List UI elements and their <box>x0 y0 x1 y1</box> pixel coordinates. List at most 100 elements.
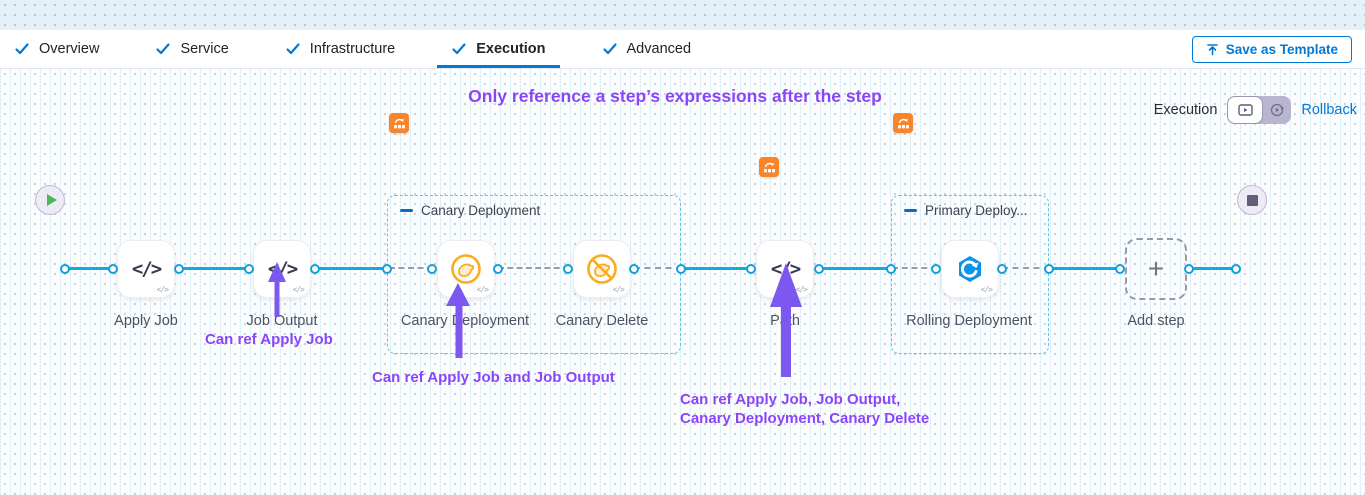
rollback-mode-segment[interactable] <box>1263 96 1291 124</box>
plus-icon: + <box>1147 253 1165 284</box>
connector-dot <box>310 264 320 274</box>
code-mini-icon: </> <box>292 285 305 294</box>
code-mini-icon: </> <box>612 285 625 294</box>
code-mini-icon: </> <box>980 285 993 294</box>
edge <box>315 267 388 270</box>
connector-dot <box>427 264 437 274</box>
edge-dashed <box>1002 267 1050 269</box>
execution-mode-segment[interactable] <box>1227 96 1264 124</box>
tab-service[interactable]: Service <box>155 30 229 68</box>
pipeline-end-node <box>1237 185 1267 215</box>
connector-dot <box>563 264 573 274</box>
group-header: Primary Deploy... <box>904 203 1028 218</box>
connector-dot <box>746 264 756 274</box>
edge <box>1049 267 1121 270</box>
connector-dot <box>931 264 941 274</box>
tab-execution[interactable]: Execution <box>437 30 560 68</box>
connector-dot <box>629 264 639 274</box>
tab-label: Execution <box>476 41 546 57</box>
pipeline-canvas: Only reference a step’s expressions afte… <box>0 69 1365 495</box>
tab-advanced[interactable]: Advanced <box>602 30 692 68</box>
annotation-title: Only reference a step’s expressions afte… <box>468 86 882 106</box>
check-icon <box>156 43 171 55</box>
rollback-play-icon <box>1271 103 1285 117</box>
collapse-icon[interactable] <box>400 209 413 212</box>
edge-dashed <box>389 267 433 269</box>
connector-dot <box>60 264 70 274</box>
step-apply-job[interactable]: </> </> <box>117 240 175 298</box>
execution-play-icon <box>1238 104 1253 116</box>
rolling-strategy-badge-icon <box>893 113 913 133</box>
tab-label: Advanced <box>626 41 692 57</box>
step-canary-deployment[interactable]: </> <box>437 240 495 298</box>
step-group-primary[interactable]: Primary Deploy... <box>891 195 1049 354</box>
connector-dot <box>382 264 392 274</box>
edge-dashed <box>634 267 682 269</box>
check-icon <box>286 43 300 55</box>
step-label: Apply Job <box>114 313 178 329</box>
code-icon: </> <box>267 258 298 280</box>
code-mini-icon: </> <box>795 285 808 294</box>
tab-label: Infrastructure <box>309 41 396 57</box>
connector-dot <box>1231 264 1241 274</box>
collapse-icon[interactable] <box>904 209 917 212</box>
edge <box>819 267 892 270</box>
annotation-note-3: Can ref Apply Job, Job Output, Canary De… <box>680 390 929 428</box>
step-label: Job Output <box>246 313 318 329</box>
connector-dot <box>174 264 184 274</box>
code-icon: </> <box>770 258 801 280</box>
step-label: Path <box>770 313 800 329</box>
pipeline-start-node <box>35 185 65 215</box>
execution-toggle-label: Execution <box>1153 102 1218 118</box>
step-path[interactable]: </> </> <box>756 240 814 298</box>
tab-infrastructure[interactable]: Infrastructure <box>285 30 395 68</box>
step-label: Canary Deployment <box>400 313 530 329</box>
step-canary-delete[interactable]: </> <box>573 240 631 298</box>
annotation-note-2: Can ref Apply Job and Job Output <box>372 369 615 386</box>
edge-dashed <box>892 267 937 269</box>
canary-icon <box>451 254 481 284</box>
edge <box>179 267 251 270</box>
connector-dot <box>1044 264 1054 274</box>
group-title: Canary Deployment <box>421 203 541 218</box>
connector-dot <box>997 264 1007 274</box>
annotation-note-3-line2: Canary Deployment, Canary Delete <box>680 410 930 427</box>
canary-delete-icon <box>587 254 617 284</box>
group-header: Canary Deployment <box>400 203 540 218</box>
execution-rollback-toggle[interactable] <box>1227 96 1292 124</box>
top-dotted-strip <box>0 0 1365 30</box>
rollback-link[interactable]: Rollback <box>1301 102 1357 118</box>
step-rolling-deployment[interactable]: </> <box>941 240 999 298</box>
check-icon <box>602 43 617 55</box>
edge <box>681 267 752 270</box>
edge-dashed <box>498 267 569 269</box>
connector-dot <box>108 264 118 274</box>
rolling-deployment-icon <box>959 256 981 282</box>
play-icon <box>46 194 57 206</box>
tab-label: Overview <box>39 41 100 57</box>
connector-dot <box>814 264 824 274</box>
step-label: Rolling Deployment <box>906 313 1032 329</box>
add-step-button[interactable]: + <box>1125 238 1187 300</box>
group-title: Primary Deploy... <box>925 203 1028 218</box>
save-as-template-button[interactable]: Save as Template <box>1191 36 1352 63</box>
connector-dot <box>244 264 254 274</box>
step-label: Add step <box>1127 313 1185 329</box>
edge <box>1189 267 1239 270</box>
rolling-strategy-badge-icon <box>759 157 779 177</box>
connector-dot <box>676 264 686 274</box>
step-job-output[interactable]: </> </> <box>253 240 311 298</box>
stage-tabbar: Overview Service Infrastructure Executio… <box>0 30 1365 69</box>
check-icon <box>15 43 29 55</box>
connector-dot <box>886 264 896 274</box>
code-icon: </> <box>131 258 162 280</box>
step-label: Canary Delete <box>555 313 649 329</box>
code-mini-icon: </> <box>156 285 169 294</box>
connector-dot <box>493 264 503 274</box>
annotation-note-1: Can ref Apply Job <box>205 331 333 348</box>
tab-overview[interactable]: Overview <box>14 30 99 68</box>
rolling-strategy-badge-icon <box>389 113 409 133</box>
step-group-canary[interactable]: Canary Deployment <box>387 195 681 354</box>
code-mini-icon: </> <box>476 285 489 294</box>
